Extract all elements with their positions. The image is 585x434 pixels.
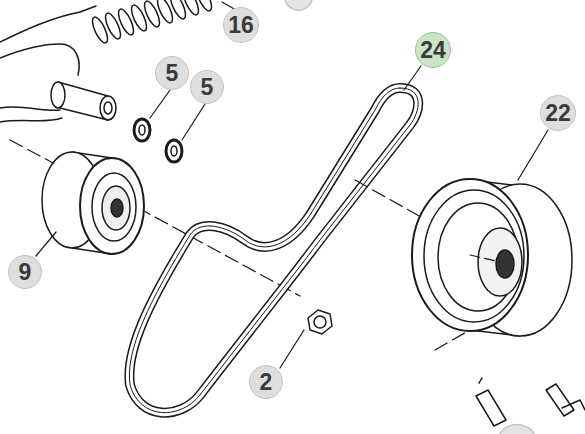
axis-line	[435, 330, 470, 350]
callout-number: 5	[201, 76, 214, 99]
bolt-head	[562, 400, 585, 410]
callout-number: 16	[228, 14, 254, 37]
callout-circle: 16	[223, 7, 259, 43]
callout-circle-edge	[285, 0, 312, 10]
pulley-groove	[424, 190, 524, 322]
callout-circle: 24	[415, 32, 451, 68]
dowel-pin	[476, 390, 506, 426]
arm-edge	[0, 44, 79, 75]
callout-number: 24	[420, 39, 446, 62]
spring-coil	[181, 0, 202, 17]
arm-bore	[104, 102, 112, 114]
spring-coil	[103, 11, 124, 41]
bolt	[546, 384, 574, 416]
arm-boss-end	[51, 82, 65, 108]
arm-edge	[0, 118, 62, 122]
callout-circle: 5	[190, 70, 224, 104]
axis-line	[478, 378, 482, 385]
drive-belt	[129, 88, 418, 413]
arm-edge	[0, 107, 60, 110]
pulley-face	[412, 179, 528, 331]
callout-number: 5	[166, 62, 179, 85]
pulley-bore	[496, 250, 514, 278]
spring	[90, 0, 215, 45]
callout-number: 2	[260, 371, 273, 394]
arm-edge	[0, 6, 96, 42]
spring-coil	[142, 0, 163, 29]
callout-circle-edge	[500, 425, 534, 434]
pulley-bore	[111, 199, 123, 217]
pulley-bearing	[102, 186, 130, 230]
washer-hole	[171, 146, 177, 156]
callout-circle: 9	[8, 255, 42, 289]
arm-boss-end	[100, 96, 116, 120]
axis-line	[470, 255, 500, 262]
pulley-face	[92, 173, 136, 241]
pulley-face	[80, 158, 144, 254]
axis-line	[10, 140, 300, 296]
leader-lines	[36, 2, 548, 368]
callout-circle: 2	[249, 365, 283, 399]
callout-number: 22	[545, 102, 571, 125]
hex-nut	[308, 310, 332, 334]
axis-line	[355, 180, 430, 222]
washer-hole	[139, 125, 145, 135]
washer	[134, 119, 150, 141]
spring-coil	[90, 15, 111, 45]
callout-circle: 22	[540, 95, 576, 131]
washer	[166, 140, 182, 162]
spring-coil	[116, 7, 137, 37]
spring-coil	[194, 0, 215, 13]
spring-coil	[129, 3, 150, 33]
callout-number: 9	[19, 261, 32, 284]
hex-nut-hole	[314, 316, 326, 328]
callout-circle: 5	[155, 56, 189, 90]
